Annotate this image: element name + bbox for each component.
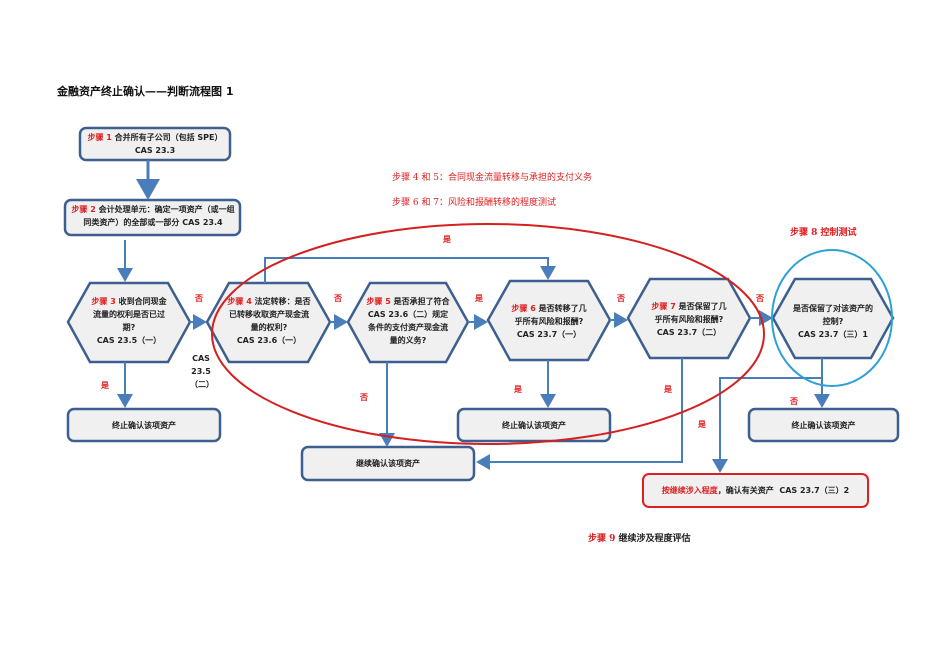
label-no-5: 否 xyxy=(360,393,368,402)
continue-box xyxy=(300,445,476,482)
involvement-box xyxy=(642,473,869,508)
step3-text: 步骤 3 收到合同现金流量的权利是否已过期?CAS 23.5（一） xyxy=(91,297,167,345)
step7-text: 步骤 7 是否保留了几乎所有风险和报酬?CAS 23.7（二） xyxy=(651,302,727,337)
label-no-8: 否 xyxy=(790,397,798,406)
page-title: 金融资产终止确认——判断流程图 1 xyxy=(57,85,234,98)
step6-hex xyxy=(486,279,612,362)
label-yes-5: 是 xyxy=(475,294,483,303)
note-steps-4-5: 步骤 4 和 5：合同现金流量转移与承担的支付义务 xyxy=(392,173,593,183)
step9-label: 步骤 9 xyxy=(588,534,616,544)
label-yes-8: 是 xyxy=(698,420,706,429)
terminate-text-2: 终止确认该项资产 xyxy=(502,421,566,430)
label-no-6: 否 xyxy=(617,294,625,303)
label-yes-7: 是 xyxy=(664,385,672,394)
label-yes-4: 是 xyxy=(443,235,451,244)
involvement-text: 按继续涉入程度，确认有关资产 CAS 23.7（三）2 xyxy=(661,486,850,495)
step4-hex xyxy=(205,281,332,364)
cas-23-5-b: CAS 23.5（二） xyxy=(190,354,214,389)
label-no-3: 否 xyxy=(195,294,203,303)
terminate-text-3: 终止确认该项资产 xyxy=(791,421,856,430)
step2-text: 步骤 2 会计处理单元：确定一项资产（或一组同类资产）的全部或一部分 CAS 2… xyxy=(71,205,235,227)
label-no-4: 否 xyxy=(334,294,342,303)
terminate-box-3 xyxy=(747,407,900,443)
step8-highlight xyxy=(771,249,893,387)
step5-hex xyxy=(346,281,470,364)
step3-hex xyxy=(66,281,192,364)
steps-4-7-highlight xyxy=(211,223,765,445)
step5-text: 步骤 5 是否承担了符合 CAS 23.6（二）规定条件的支付资产现金流量的义务… xyxy=(366,297,450,345)
note-step9: 步骤 9 继续涉及程度评估 xyxy=(588,531,691,544)
step2-box xyxy=(63,198,242,237)
continue-text: 继续确认该项资产 xyxy=(356,459,420,468)
label-yes-6: 是 xyxy=(514,385,522,394)
terminate-box-2 xyxy=(456,407,612,443)
step6-text: 步骤 6 是否转移了几乎所有风险和报酬?CAS 23.7（一） xyxy=(511,304,587,339)
note-steps-6-7: 步骤 6 和 7：风险和报酬转移的程度测试 xyxy=(392,198,557,208)
note-step8: 步骤 8 控制测试 xyxy=(790,228,857,238)
step1-text: 步骤 1 合并所有子公司（包括 SPE）CAS 23.3 xyxy=(87,133,223,155)
label-yes-3: 是 xyxy=(101,381,109,390)
terminate-box-1 xyxy=(66,407,222,443)
step1-box xyxy=(78,126,232,162)
terminate-text-1: 终止确认该项资产 xyxy=(112,421,176,430)
step9-text: 继续涉及程度评估 xyxy=(618,534,691,544)
step4-text: 步骤 4 法定转移：是否已转移收取资产现金流量的权利?CAS 23.6（一） xyxy=(227,297,311,345)
label-no-7: 否 xyxy=(756,294,764,303)
step8-text: 是否保留了对该资产的控制?CAS 23.7（三）1 xyxy=(793,304,873,339)
